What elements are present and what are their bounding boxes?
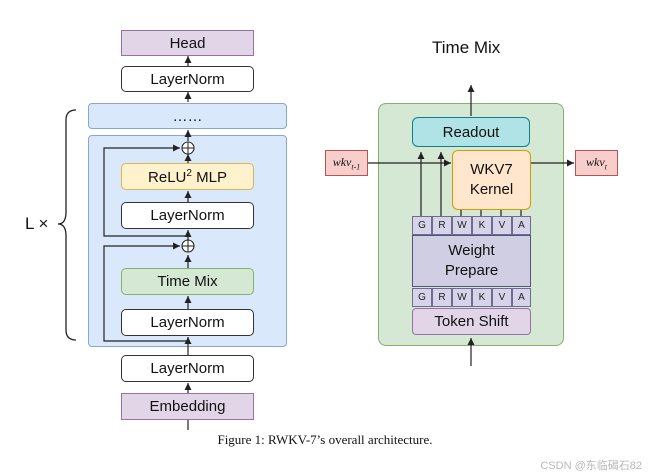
layernorm-top-block: LayerNorm <box>121 66 254 92</box>
top-cell-r: R <box>432 216 452 235</box>
wkv-out-label: wkvt <box>586 155 607 171</box>
wkv-in-box: wkvt-1 <box>325 150 368 176</box>
relu-mlp-label: ReLU2 MLP <box>148 168 227 186</box>
time-mix-label: Time Mix <box>157 273 218 290</box>
head-block: Head <box>121 30 254 56</box>
wkv-out-base: wkv <box>586 154 605 169</box>
weight-prepare-line2: Prepare <box>444 262 499 279</box>
embedding-block: Embedding <box>121 393 254 420</box>
layernorm-mid1-block: LayerNorm <box>121 202 254 229</box>
ellipsis-text: …… <box>140 104 235 128</box>
top-cell-v: V <box>492 216 512 235</box>
token-shift-label: Token Shift <box>434 313 509 330</box>
wkv-in-label: wkvt-1 <box>333 155 361 171</box>
top-cell-w: W <box>452 216 472 235</box>
token-shift-block: Token Shift <box>412 308 531 335</box>
kernel-line2: Kernel <box>469 181 514 198</box>
relu-sup: 2 <box>186 167 192 179</box>
relu-mlp-block: ReLU2 MLP <box>121 163 254 190</box>
repeat-label: L × <box>25 214 49 233</box>
time-mix-title: Time Mix <box>432 38 501 57</box>
bottom-cell-a: A <box>512 288 531 307</box>
layernorm-mid1-label: LayerNorm <box>150 207 225 224</box>
relu-suffix: MLP <box>191 168 227 186</box>
wkv7-kernel-block: WKV7 Kernel <box>452 150 531 210</box>
layernorm-bottom-label: LayerNorm <box>150 360 225 377</box>
layernorm-top-label: LayerNorm <box>150 70 225 88</box>
top-cell-k: K <box>472 216 492 235</box>
relu-prefix: ReLU <box>148 168 187 186</box>
bottom-cell-k: K <box>472 288 492 307</box>
weight-prepare-line1: Weight <box>448 242 495 259</box>
repeat-brace <box>57 109 77 341</box>
readout-block: Readout <box>412 117 530 147</box>
layernorm-bottom-block: LayerNorm <box>121 355 254 382</box>
ellipsis-label: …… <box>172 107 203 125</box>
layernorm-mid2-block: LayerNorm <box>121 309 254 336</box>
kernel-line1: WKV7 <box>470 161 513 178</box>
figure-caption: Figure 1: RWKV-7’s overall architecture. <box>217 432 433 447</box>
wkv-out-sub: t <box>604 162 607 172</box>
top-cell-a: A <box>512 216 531 235</box>
bottom-cell-v: V <box>492 288 512 307</box>
wkv-in-base: wkv <box>332 154 352 169</box>
wkv-out-box: wkvt <box>575 150 618 176</box>
wkv-in-sub: t-1 <box>351 162 361 172</box>
layernorm-mid2-label: LayerNorm <box>150 314 225 331</box>
weight-prepare-block: Weight Prepare <box>412 235 531 287</box>
block-upper-panel <box>88 103 287 129</box>
watermark: CSDN @东临碣石82 <box>540 460 642 472</box>
top-cell-g: G <box>412 216 432 235</box>
readout-label: Readout <box>442 123 500 141</box>
time-mix-block: Time Mix <box>121 268 254 295</box>
embedding-label: Embedding <box>149 398 226 415</box>
bottom-cell-w: W <box>452 288 472 307</box>
bottom-cell-r: R <box>432 288 452 307</box>
bottom-cell-g: G <box>412 288 432 307</box>
head-label: Head <box>169 34 206 52</box>
